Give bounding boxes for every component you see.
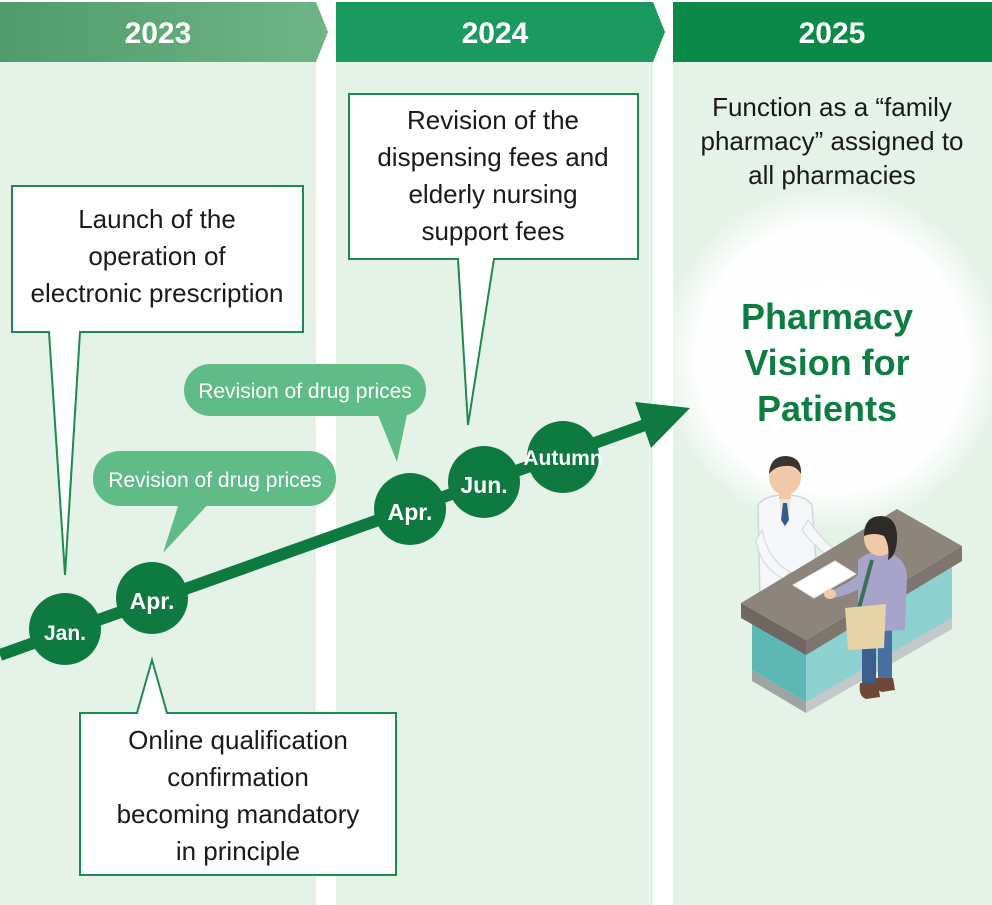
pharmacy-counter-illustration: [741, 456, 962, 713]
family-pharmacy-line-1: Function as a “family: [712, 92, 952, 122]
callout-online-line-4: in principle: [176, 836, 300, 866]
vision-line-1: Pharmacy: [741, 296, 913, 337]
callout-online-line-3: becoming mandatory: [117, 799, 360, 829]
milestone-jan-2023: Jan.: [29, 593, 101, 665]
header-2024: 2024: [336, 2, 665, 62]
callout-electronic-line-1: Launch of the: [78, 204, 236, 234]
vision-line-2: Vision for: [744, 342, 909, 383]
callout-dispensing-line-2: dispensing fees and: [377, 142, 608, 172]
prescription-paper-icon: [792, 560, 857, 599]
callout-online-line-1: Online qualification: [128, 725, 348, 755]
milestone-jun-label: Jun.: [460, 472, 507, 498]
callout-online-qualification: Online qualification confirmation becomi…: [79, 656, 397, 876]
callout-online-line-2: confirmation: [167, 762, 309, 792]
callout-electronic-prescription: Launch of the operation of electronic pr…: [11, 185, 304, 576]
header-2025: 2025: [673, 2, 992, 62]
header-2023: 2023: [0, 2, 328, 62]
vision-title: Pharmacy Vision for Patients: [741, 296, 913, 429]
milestone-jun-2024: Jun.: [448, 446, 520, 518]
callout-dispensing-line-3: elderly nursing: [408, 179, 577, 209]
milestone-autumn-2024: Autumn: [523, 421, 603, 493]
pill-drug-prices-2024-label: Revision of drug prices: [198, 380, 412, 403]
pill-drug-prices-2024: Revision of drug prices: [184, 364, 426, 462]
milestone-apr-2023-label: Apr.: [130, 588, 175, 614]
timeline-arrowhead-icon: [635, 402, 690, 448]
callout-electronic-line-3: electronic prescription: [31, 278, 284, 308]
family-pharmacy-line-2: pharmacy” assigned to: [700, 126, 963, 156]
milestone-apr-2023: Apr.: [116, 562, 188, 634]
family-pharmacy-line-3: all pharmacies: [748, 160, 916, 190]
year-label-2024: 2024: [462, 17, 529, 50]
callout-electronic-line-2: operation of: [88, 241, 226, 271]
patient-figure: [824, 516, 907, 699]
callout-dispensing-line-1: Revision of the: [407, 105, 579, 135]
year-label-2023: 2023: [125, 17, 192, 50]
vision-line-3: Patients: [757, 388, 897, 429]
callout-dispensing-line-4: support fees: [421, 216, 564, 246]
milestone-apr-2024-label: Apr.: [388, 499, 433, 525]
family-pharmacy-description: Function as a “family pharmacy” assigned…: [700, 92, 963, 190]
year-label-2025: 2025: [799, 17, 866, 50]
callout-dispensing-fees: Revision of the dispensing fees and elde…: [348, 93, 639, 426]
vision-glow: [660, 186, 992, 530]
milestone-autumn-label: Autumn: [523, 447, 602, 470]
milestone-jan-label: Jan.: [44, 622, 86, 645]
pill-drug-prices-2023: Revision of drug prices: [93, 451, 336, 553]
milestone-apr-2024: Apr.: [374, 473, 446, 545]
pill-drug-prices-2023-label: Revision of drug prices: [108, 469, 322, 492]
